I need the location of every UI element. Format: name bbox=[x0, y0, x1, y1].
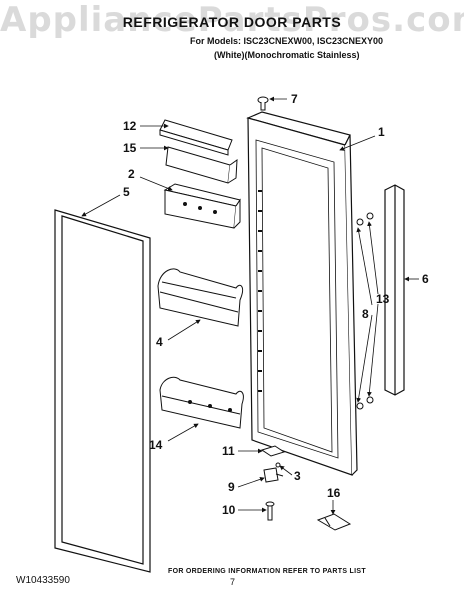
callout-16: 16 bbox=[327, 486, 341, 500]
callout-1: 1 bbox=[378, 125, 385, 139]
callout-2: 2 bbox=[128, 167, 135, 181]
callout-5: 5 bbox=[123, 185, 130, 199]
shelf-cover bbox=[159, 119, 233, 156]
callout-14: 14 bbox=[149, 438, 163, 452]
door-bin-lower bbox=[159, 376, 244, 429]
top-hinge-screw bbox=[257, 96, 269, 111]
handle-screws bbox=[356, 212, 374, 410]
callout-6: 6 bbox=[422, 272, 429, 286]
callout-12: 12 bbox=[123, 119, 137, 133]
callout-3: 3 bbox=[294, 469, 301, 483]
door-bin-small bbox=[163, 183, 241, 229]
door-shelf-supports bbox=[258, 190, 262, 392]
leader-lines bbox=[81, 96, 419, 515]
color-variants: (White)(Monochromatic Stainless) bbox=[214, 50, 360, 60]
callout-15: 15 bbox=[123, 141, 137, 155]
document-code: W10433590 bbox=[16, 575, 70, 586]
door-gasket bbox=[54, 209, 151, 573]
shelf-trim bbox=[165, 146, 238, 184]
callout-10: 10 bbox=[222, 503, 236, 517]
model-list: For Models: ISC23CNEXW00, ISC23CNEXY00 bbox=[190, 36, 384, 46]
door-bin-middle bbox=[157, 268, 243, 327]
callout-9: 9 bbox=[228, 480, 235, 494]
callout-7: 7 bbox=[291, 92, 298, 106]
lower-hinge-hardware bbox=[260, 445, 286, 521]
callout-8: 8 bbox=[362, 307, 369, 321]
ordering-note: FOR ORDERING INFORMATION REFER TO PARTS … bbox=[168, 568, 366, 575]
page-title: REFRIGERATOR DOOR PARTS bbox=[122, 14, 342, 30]
watermark: AppliancePartsPros.com bbox=[0, 0, 464, 40]
callout-4: 4 bbox=[156, 335, 163, 349]
page-number: 7 bbox=[230, 577, 236, 587]
callout-13: 13 bbox=[376, 292, 390, 306]
callout-11: 11 bbox=[222, 444, 235, 458]
door-handle bbox=[384, 184, 405, 396]
bottom-hinge-bracket bbox=[316, 513, 352, 531]
door-assembly bbox=[246, 111, 358, 476]
